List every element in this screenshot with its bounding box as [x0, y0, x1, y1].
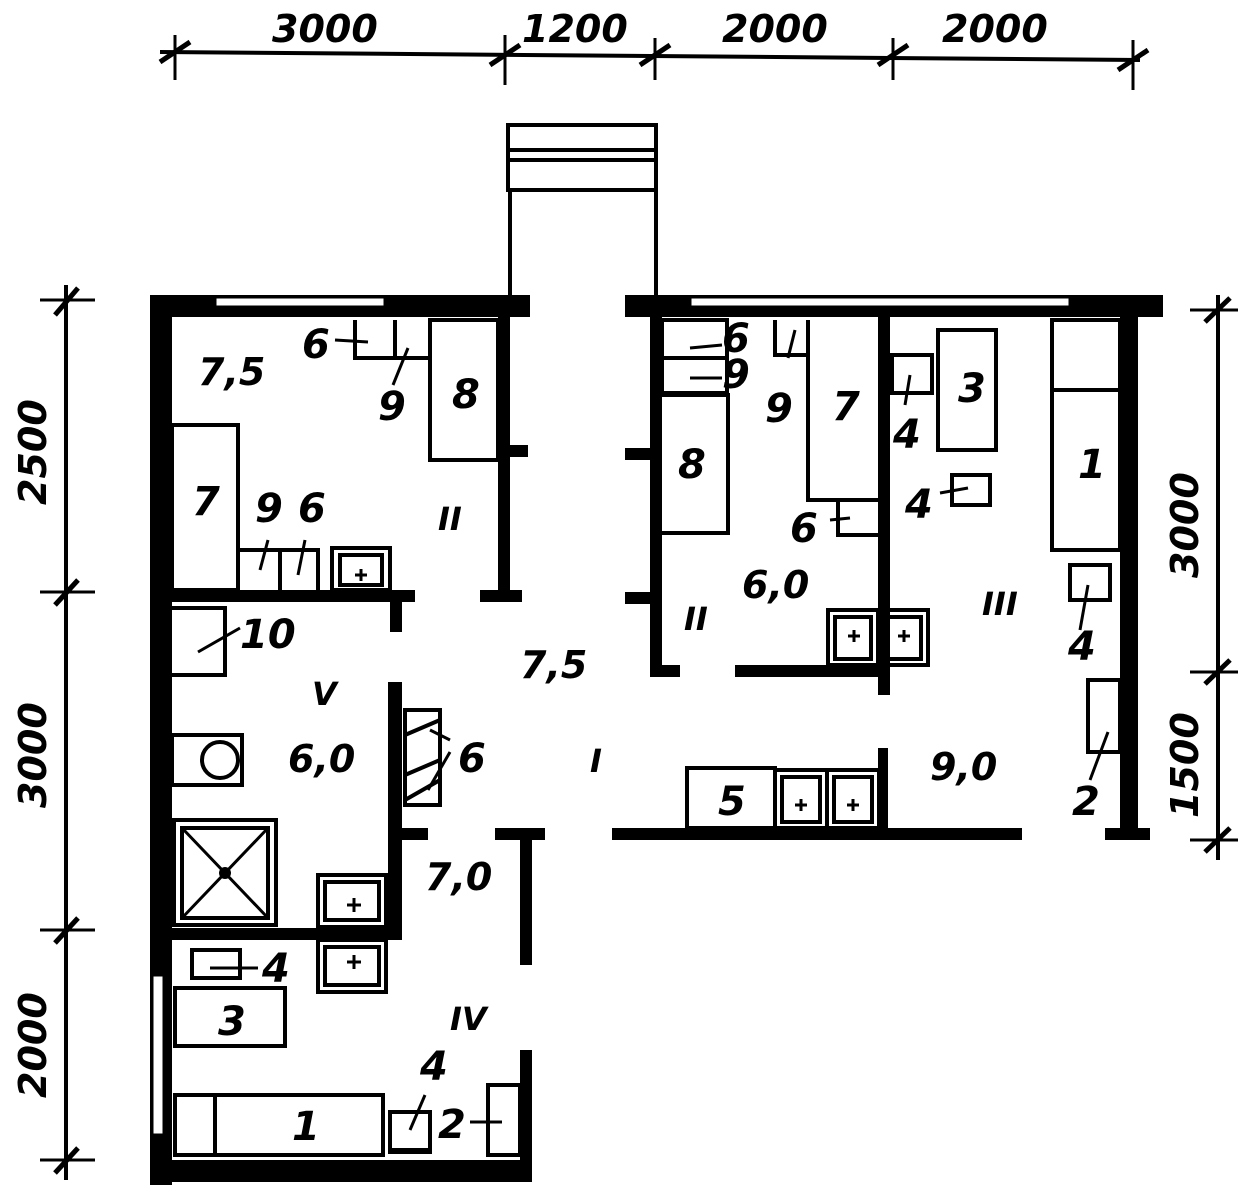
area-center: 7,5: [520, 643, 587, 687]
dim-top-3: 2000: [722, 7, 828, 51]
equip-6-b: 6: [298, 486, 326, 532]
equip-4-d: 4: [904, 482, 933, 528]
dimension-left: 2500 3000 2000: [11, 285, 95, 1180]
equip-6-d: 6: [722, 316, 750, 362]
equip-9-b: 9: [255, 486, 283, 532]
entrance-stair: [506, 123, 658, 300]
area-top-left: 7,5: [198, 350, 265, 394]
equip-4-a: 4: [261, 946, 290, 992]
dim-left-3: 2000: [11, 992, 55, 1098]
equip-1-b: 1: [1078, 442, 1106, 488]
equip-4-e: 4: [1067, 624, 1096, 670]
dim-top-4: 2000: [942, 7, 1048, 51]
equip-2-a: 2: [438, 1102, 466, 1148]
equip-6-e: 6: [790, 506, 818, 552]
dim-top-2: 1200: [522, 7, 628, 51]
equip-9-d: 9: [765, 386, 793, 432]
equipment-numbers: 6 9 8 7 9 6 10 6 4 3 4 1 2 6 9 8 9 7 6 4…: [192, 316, 1106, 1150]
room-label-iv: IV: [450, 1000, 489, 1038]
dimension-top: 3000 1200 2000 2000: [158, 7, 1150, 90]
equip-9-c: 9: [722, 352, 750, 398]
room-label-iii: III: [982, 585, 1018, 623]
dim-top-1: 3000: [272, 7, 378, 51]
room-label-v: V: [312, 675, 339, 713]
windows: [150, 295, 1072, 1137]
equip-4-b: 4: [419, 1044, 448, 1090]
equip-7-b: 7: [832, 384, 860, 430]
equip-5: 5: [718, 779, 746, 825]
equip-2-b: 2: [1072, 779, 1100, 825]
equip-6-a: 6: [302, 322, 330, 368]
room-label-i: I: [590, 742, 602, 780]
equip-9-a: 9: [378, 384, 406, 430]
furniture: [170, 318, 1122, 1157]
area-room-ii: 6,0: [742, 563, 809, 607]
dim-left-1: 2500: [11, 399, 55, 505]
area-70: 7,0: [425, 855, 492, 899]
dim-right-2: 1500: [1163, 712, 1207, 818]
equip-7-a: 7: [192, 479, 220, 525]
equip-3-a: 3: [218, 999, 246, 1045]
equip-8-a: 8: [452, 372, 480, 418]
room-labels: I II II III IV V: [312, 500, 1018, 1038]
room-label-ii-b: II: [684, 600, 708, 638]
area-labels: 7,5 7,5 6,0 6,0 7,0 9,0: [198, 350, 997, 899]
area-90: 9,0: [930, 745, 997, 789]
equip-1-a: 1: [292, 1104, 320, 1150]
equip-4-c: 4: [892, 412, 921, 458]
equip-6-c: 6: [458, 736, 486, 782]
walls: [150, 295, 1163, 1185]
area-room-v: 6,0: [288, 737, 355, 781]
equip-3-b: 3: [958, 366, 986, 412]
leader-lines: [197, 329, 1110, 1131]
room-label-ii: II: [438, 500, 462, 538]
equip-8-b: 8: [678, 442, 706, 488]
equip-10: 10: [240, 612, 296, 658]
dimension-right: 3000 1500: [1163, 295, 1238, 860]
dim-right-1: 3000: [1163, 472, 1207, 578]
dim-left-2: 3000: [11, 702, 55, 808]
